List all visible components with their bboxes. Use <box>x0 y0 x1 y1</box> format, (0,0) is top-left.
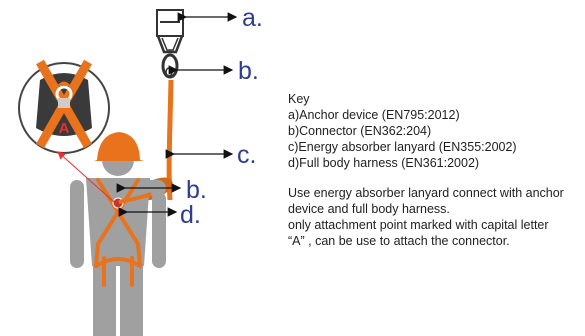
label-a: a. <box>242 4 263 32</box>
label-b-bottom: b. <box>186 176 207 204</box>
legend-note-line-4: “A” , can be use to attach the connector… <box>288 234 510 248</box>
label-b-top: b. <box>238 57 259 85</box>
legend-item-anchor: a)Anchor device (EN795:2012) <box>288 108 460 122</box>
legend-note-line-1: Use energy absorber lanyard connect with… <box>288 186 564 200</box>
legend-item-connector: b)Connector (EN362:204) <box>288 124 432 138</box>
attachment-detail-inset: A <box>18 59 110 154</box>
legend-item-lanyard: c)Energy absorber lanyard (EN355:2002) <box>288 140 517 154</box>
inset-pointer-arrow <box>57 151 115 203</box>
legend-item-harness: d)Full body harness (EN361:2002) <box>288 156 480 170</box>
legend-heading: Key <box>288 92 310 106</box>
top-connector <box>161 53 179 79</box>
inset-a-mark: A <box>59 120 70 137</box>
anchor-device <box>156 9 184 54</box>
legend-note-line-3: only attachment point marked with capita… <box>288 218 549 232</box>
worker-figure <box>70 132 166 336</box>
legend-note-line-2: device and full body harness. <box>288 202 450 216</box>
legend-panel: Key a)Anchor device (EN795:2012) b)Conne… <box>288 91 583 249</box>
label-c: c. <box>237 141 256 169</box>
label-d: d. <box>180 201 201 229</box>
